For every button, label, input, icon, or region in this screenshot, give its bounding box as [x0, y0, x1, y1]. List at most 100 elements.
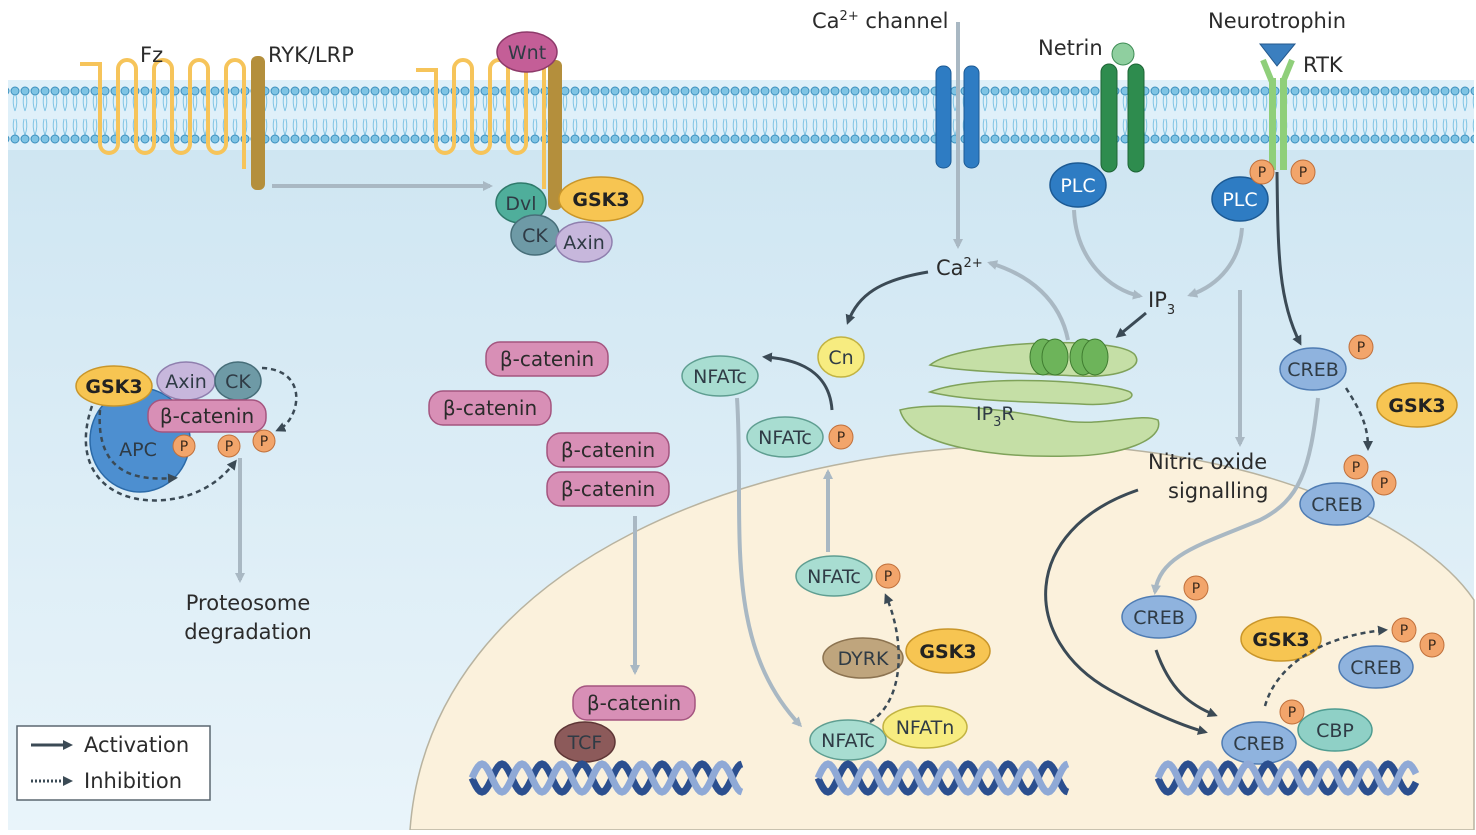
phosphate-creb-nuclear: P — [1183, 575, 1209, 601]
ryk-lrp-label: RYK/LRP — [268, 43, 354, 67]
svg-text:P: P — [1428, 638, 1436, 654]
rtk-stem-left — [1269, 78, 1276, 170]
creb-double-phospho-nuclear-label: CREB — [1350, 657, 1402, 679]
nfatn-node — [882, 705, 968, 749]
gsk3-node-wnt — [558, 176, 644, 222]
er-ca-release-arrow — [987, 260, 1070, 341]
ip3r-label: IP3R — [976, 403, 1015, 430]
svg-text:P: P — [884, 569, 892, 585]
degradation-label-1: Proteosome — [186, 591, 310, 615]
creb-double-phospho-cyto-label: CREB — [1311, 494, 1363, 516]
phosphate-creb-nuclear-b: P — [1419, 632, 1445, 658]
beta-catenin-free-1: β-catenin — [485, 341, 609, 377]
nfatc-cytoplasm — [681, 355, 759, 397]
nfatc-nuclear — [809, 719, 887, 761]
gsk3-node-nfat — [905, 628, 991, 674]
phosphate-rtk-2: P — [1290, 159, 1316, 185]
plc-netrin-label: PLC — [1060, 175, 1095, 197]
phosphate-creb-cyto-a: P — [1343, 454, 1369, 480]
creb-phospho-nuclear — [1121, 595, 1197, 639]
netrin-receptor-left — [1100, 63, 1118, 173]
degradation-label-2: degradation — [184, 620, 312, 644]
nfatc-phospho-cyto-label: NFATc — [758, 427, 812, 449]
gsk3-node-creb-cyto — [1376, 382, 1458, 428]
beta-catenin-nuclear: β-catenin — [572, 685, 696, 721]
creb-to-cbp-arrow — [1154, 649, 1218, 718]
svg-text:P: P — [1400, 623, 1408, 639]
svg-text:β-catenin: β-catenin — [561, 477, 655, 501]
nfatc-phospho-nuclear — [795, 555, 873, 597]
nitric-oxide-label-2: signalling — [1168, 479, 1268, 503]
cn-label: Cn — [828, 347, 853, 369]
creb-nuclear-import-arrow — [1150, 397, 1320, 595]
gsk3-label-creb-nuclear: GSK3 — [1252, 629, 1309, 651]
creb-on-dna-label: CREB — [1233, 733, 1285, 755]
gsk3-label-creb-cyto: GSK3 — [1388, 395, 1445, 417]
svg-text:P: P — [1192, 581, 1200, 597]
gsk3-node-creb-nuclear — [1240, 616, 1322, 662]
plc-rtk-label: PLC — [1222, 189, 1257, 211]
svg-text:P: P — [1380, 476, 1388, 492]
svg-text:P: P — [225, 439, 233, 455]
gsk3-node-destruction — [75, 365, 153, 407]
neurotrophin-ligand — [1258, 43, 1297, 67]
axin-label-wnt: Axin — [563, 232, 605, 254]
dna-helix-nfat — [814, 760, 1070, 796]
plc-netrin-node — [1049, 162, 1107, 208]
frizzled-receptor-left — [80, 58, 246, 169]
nfatc-cytoplasm-label: NFATc — [693, 366, 747, 388]
cbp-node — [1297, 708, 1373, 752]
rtk-to-creb-arrow — [1275, 171, 1302, 346]
legend-inhibition-label: Inhibition — [84, 769, 182, 793]
nfatc-phospho-cyto — [746, 416, 824, 458]
er-cisterna-2 — [927, 379, 1133, 406]
creb-double-phospho-cyto — [1299, 482, 1375, 526]
wnt-label: Wnt — [508, 42, 546, 64]
nfatc-nuclear-import-arrow — [735, 397, 803, 728]
creb-double-phospho-nuclear — [1338, 645, 1414, 689]
svg-text:P: P — [1357, 340, 1365, 356]
svg-text:β-catenin: β-catenin — [443, 396, 537, 420]
svg-text:P: P — [837, 430, 845, 446]
rtk-label: RTK — [1303, 53, 1344, 77]
plc-to-ip3-arrow — [1072, 209, 1143, 300]
ip3r-channel-2 — [1041, 338, 1069, 376]
netrin-receptor-right — [1127, 63, 1145, 173]
nfatn-label: NFATn — [896, 717, 955, 739]
phosphate-rtk-1: P — [1249, 159, 1275, 185]
neurotrophin-label: Neurotrophin — [1208, 9, 1346, 33]
gsk3-to-apc-phospho-arrow — [98, 409, 178, 484]
dna-helix-creb — [1154, 760, 1420, 796]
nfatc-dephospho-arrow — [762, 352, 834, 411]
phosphate-nfatc-nuclear: P — [875, 563, 901, 589]
ip3r-channel-4 — [1081, 338, 1109, 376]
svg-text:P: P — [1352, 460, 1360, 476]
nfatc-nuclear-label: NFATc — [821, 730, 875, 752]
phosphate-nfatc-cyto: P — [828, 424, 854, 450]
phosphate-creb-dna: P — [1279, 699, 1305, 725]
gsk3-label-wnt: GSK3 — [572, 189, 629, 211]
rtk-stem-right — [1280, 78, 1287, 170]
beta-catenin-free-2: β-catenin — [428, 390, 552, 426]
svg-text:β-catenin: β-catenin — [561, 438, 655, 462]
netrin-ligand — [1111, 42, 1135, 66]
axin-node-wnt — [555, 221, 613, 263]
beta-catenin-destruction-label: β-catenin — [160, 404, 254, 428]
dna-helix-tcf — [468, 760, 744, 796]
ca-channel-right — [963, 65, 980, 169]
netrin-label: Netrin — [1038, 36, 1103, 60]
svg-text:P: P — [1258, 165, 1266, 181]
ck-to-bc-phospho-arrow — [261, 366, 298, 432]
creb-phospho-nuclear-label: CREB — [1133, 607, 1185, 629]
ryk-lrp-receptor — [251, 56, 265, 190]
svg-text:β-catenin: β-catenin — [587, 691, 681, 715]
svg-text:P: P — [180, 439, 188, 455]
gsk3-creb-cyto-inhibition — [1344, 387, 1373, 451]
nitric-oxide-label-1: Nitric oxide — [1148, 450, 1267, 474]
cbp-label: CBP — [1316, 720, 1354, 742]
creb-phospho-cyto-label: CREB — [1287, 359, 1339, 381]
dyrk-gsk3-phospho-arrow — [869, 593, 900, 724]
ca-label: Ca2+ — [936, 256, 983, 280]
